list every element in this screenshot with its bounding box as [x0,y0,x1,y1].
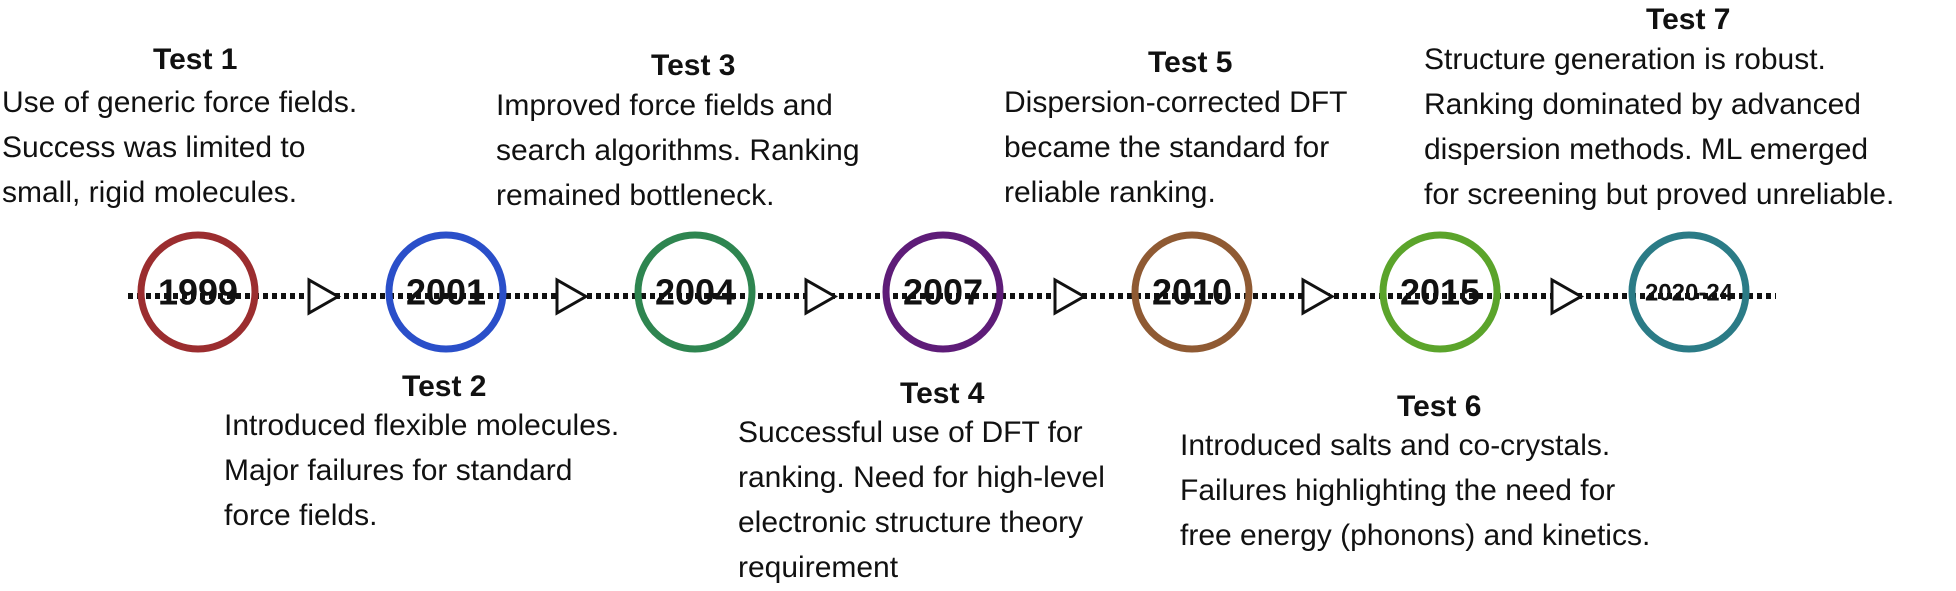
test-5-description-line: became the standard for [1004,131,1330,164]
milestone-node-1999: 1999 [137,231,259,353]
arrow-5-icon [1301,277,1336,316]
test-6-description: Introduced salts and co-crystals. Failur… [1180,423,1650,558]
test-5-title: Test 5 [1148,46,1233,79]
test-6-description-line: Introduced salts and co-crystals. [1180,429,1611,462]
milestone-node-2020-24: 2020-24 [1628,231,1750,353]
test-7-description-line: Structure generation is robust. [1424,43,1826,76]
year-label-2010: 2010 [1152,272,1232,313]
test-5-description: Dispersion-corrected DFT became the stan… [1004,80,1347,215]
milestone-node-2015: 2015 [1379,231,1501,353]
test-2-description-line: Introduced flexible molecules. [224,409,620,442]
test-6-description-line: Failures highlighting the need for [1180,474,1616,507]
test-4-description: Successful use of DFT for ranking. Need … [738,410,1105,590]
test-2-description: Introduced flexible molecules. Major fai… [224,403,619,538]
arrow-4-icon [1053,277,1088,316]
test-4-description-line: electronic structure theory [738,506,1084,539]
test-1-description-line: small, rigid molecules. [2,176,298,209]
milestone-node-2007: 2007 [882,231,1004,353]
test-1-description-line: Success was limited to [2,131,306,164]
year-label-2004: 2004 [655,272,735,313]
arrow-6-icon [1550,277,1585,316]
test-6-description-line: free energy (phonons) and kinetics. [1180,519,1651,552]
test-1-description-line: Use of generic force fields. [2,86,358,119]
test-4-title: Test 4 [900,377,985,410]
year-label-2001: 2001 [406,272,486,313]
test-5-description-line: Dispersion-corrected DFT [1004,86,1348,119]
milestone-node-2004: 2004 [634,231,756,353]
test-7-description-line: dispersion methods. ML emerged [1424,133,1869,166]
test-3-description-line: remained bottleneck. [496,179,775,212]
test-2-description-line: Major failures for standard [224,454,573,487]
arrow-1-icon [307,277,342,316]
test-5-description-line: reliable ranking. [1004,176,1216,209]
test-1-title: Test 1 [153,43,238,76]
test-3-description-line: Improved force fields and [496,89,833,122]
milestone-node-2001: 2001 [385,231,507,353]
test-2-description-line: force fields. [224,499,378,532]
test-7-description: Structure generation is robust. Ranking … [1424,37,1894,217]
arrow-3-icon [804,277,839,316]
test-4-description-line: ranking. Need for high-level [738,461,1105,494]
test-2-title: Test 2 [402,370,487,403]
arrow-2-icon [555,277,590,316]
test-4-description-line: Successful use of DFT for [738,416,1083,449]
year-label-2020-24: 2020-24 [1645,279,1734,306]
test-3-description-line: search algorithms. Ranking [496,134,860,167]
test-7-description-line: Ranking dominated by advanced [1424,88,1861,121]
test-1-description: Use of generic force fields. Success was… [2,80,357,215]
test-6-title: Test 6 [1397,390,1482,423]
milestone-node-2010: 2010 [1131,231,1253,353]
test-7-description-line: for screening but proved unreliable. [1424,178,1895,211]
test-3-description: Improved force fields and search algorit… [496,83,860,218]
year-label-2007: 2007 [903,272,983,313]
test-4-description-line: requirement [738,551,899,584]
test-3-title: Test 3 [651,49,736,82]
test-7-title: Test 7 [1646,3,1731,36]
year-label-1999: 1999 [158,272,238,313]
year-label-2015: 2015 [1400,272,1480,313]
